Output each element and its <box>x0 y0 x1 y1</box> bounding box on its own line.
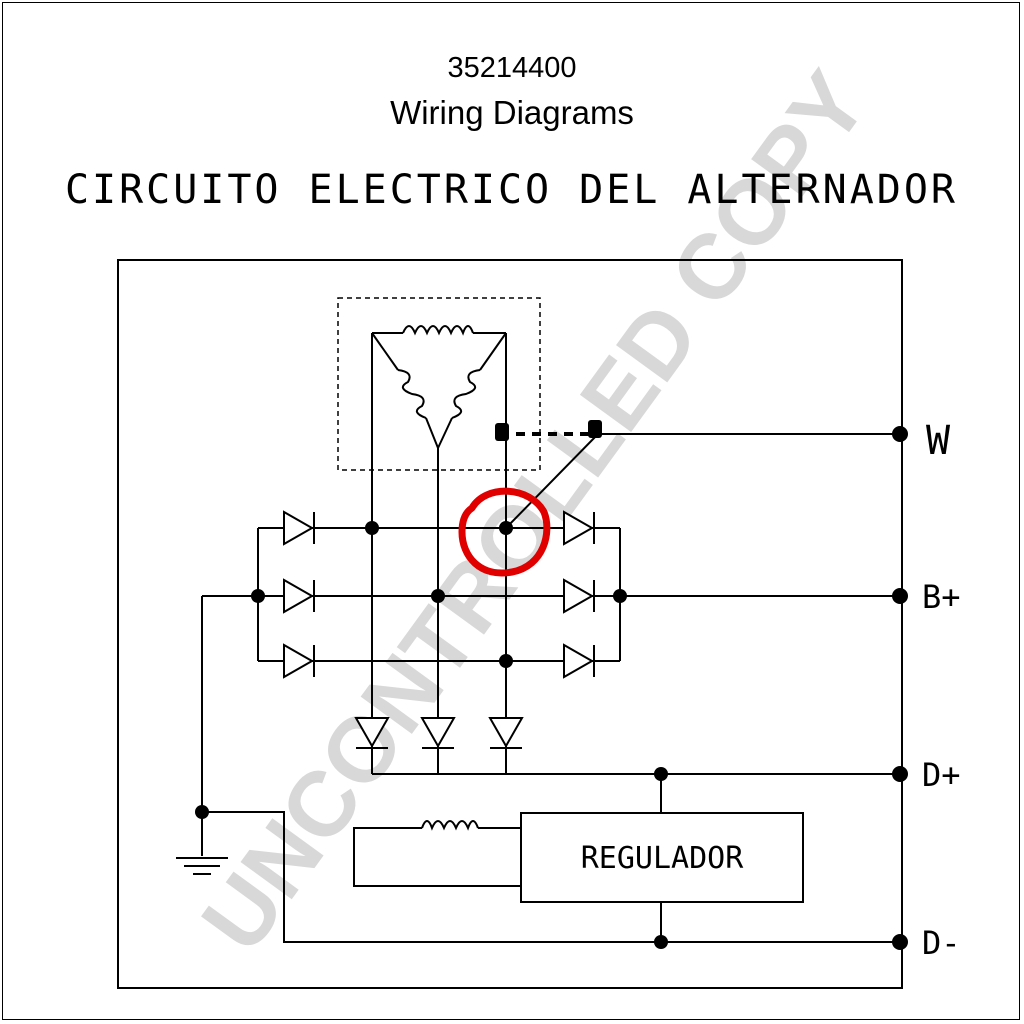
diode-right-1 <box>563 510 595 546</box>
highlight-circle <box>458 487 551 577</box>
terminal-b-plus-dot <box>892 588 908 604</box>
ground-wiring <box>201 811 900 943</box>
diode-exciter-2 <box>420 717 456 749</box>
terminal-w-label: W <box>926 418 951 464</box>
diode-left-3 <box>283 643 315 679</box>
stator-box <box>337 297 541 471</box>
circuit-title: CIRCUITO ELECTRICO DEL ALTERNADOR <box>65 167 956 213</box>
terminal-d-plus-label: D+ <box>922 756 961 794</box>
terminal-w-dot <box>892 426 908 442</box>
diode-exciter-1 <box>354 717 390 749</box>
diode-left-2 <box>283 578 315 614</box>
field-winding <box>353 820 521 887</box>
stator-windings <box>371 325 507 449</box>
w-jumper <box>495 420 602 441</box>
diode-right-3 <box>563 643 595 679</box>
diode-exciter-3 <box>488 717 524 749</box>
diode-right-2 <box>563 578 595 614</box>
w-wire <box>505 433 900 529</box>
diode-left-1 <box>283 510 315 546</box>
terminal-b-plus-label: B+ <box>922 578 961 616</box>
diagram-subtitle: Wiring Diagrams <box>390 94 634 131</box>
alternator-frame <box>117 259 903 989</box>
terminal-d-plus-dot <box>892 766 908 782</box>
junction-dots <box>195 521 668 949</box>
terminal-d-minus-label: D- <box>922 924 961 962</box>
ground-icon <box>176 857 228 875</box>
part-number: 35214400 <box>447 52 577 84</box>
regulator-label: REGULADOR <box>581 841 744 876</box>
